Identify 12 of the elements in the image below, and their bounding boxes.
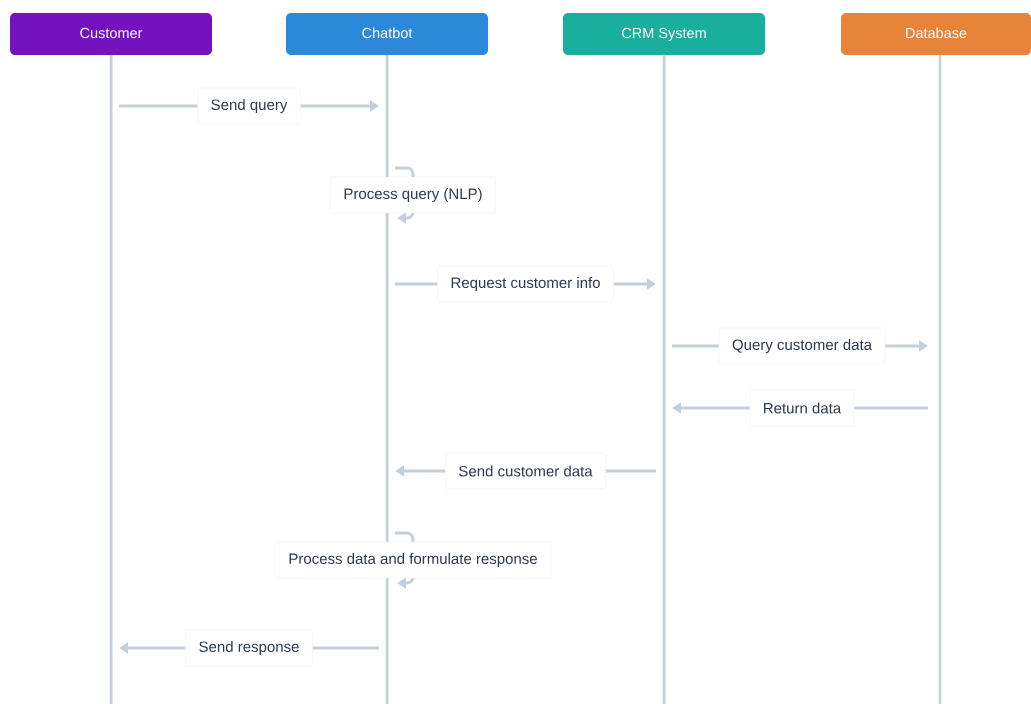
participant-box: Chatbot bbox=[286, 13, 488, 55]
participant-box: Database bbox=[841, 13, 1031, 55]
edge-label: Query customer data bbox=[718, 327, 886, 365]
edge-label: Send response bbox=[185, 629, 313, 667]
edge-label: Process query (NLP) bbox=[330, 176, 496, 214]
participant-box: Customer bbox=[10, 13, 212, 55]
edge-label: Request customer info bbox=[437, 265, 614, 303]
edge-label: Send query bbox=[197, 87, 301, 125]
edge-label: Return data bbox=[749, 389, 855, 427]
participant-box: CRM System bbox=[563, 13, 765, 55]
edge-label: Process data and formulate response bbox=[275, 541, 551, 579]
edge-label: Send customer data bbox=[445, 452, 606, 490]
